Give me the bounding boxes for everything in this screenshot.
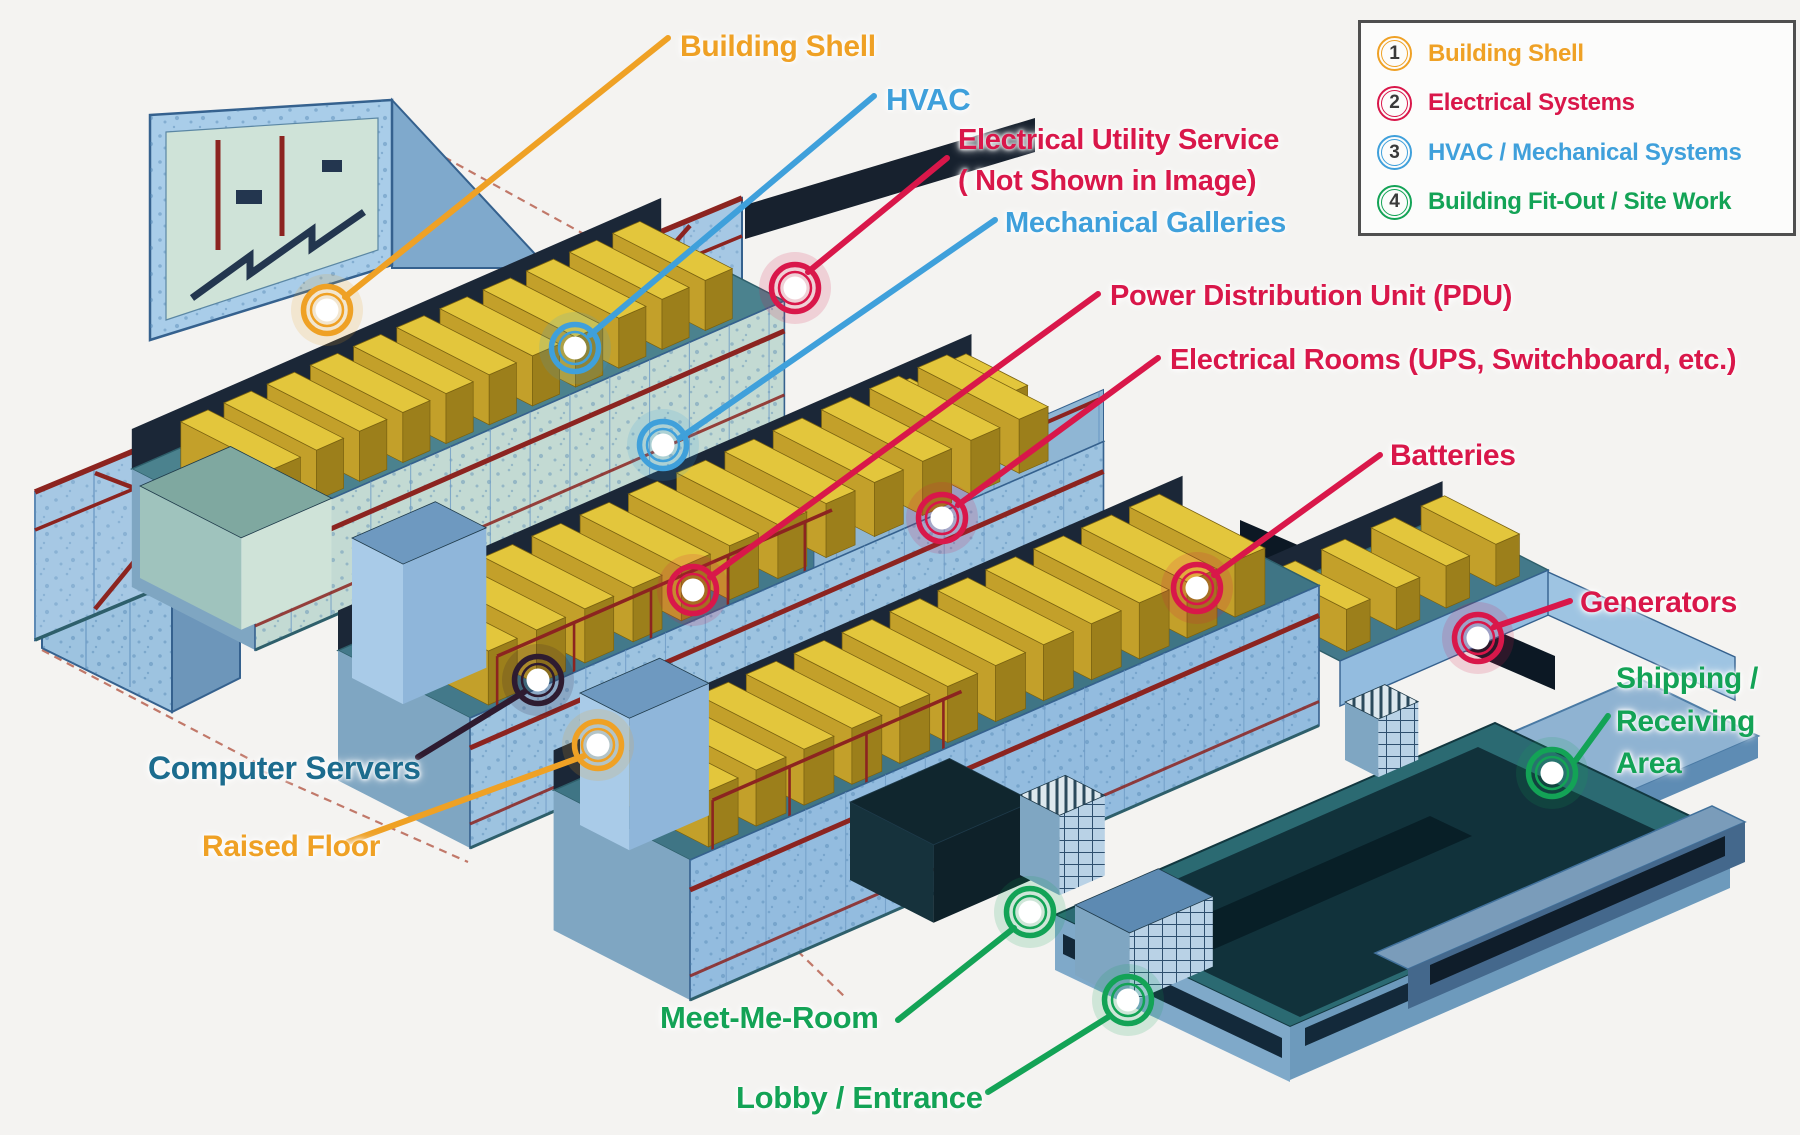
marker-batteries[interactable] <box>1161 552 1233 624</box>
callout-electrical-utility-line-2: ( Not Shown in Image) <box>958 165 1257 198</box>
callout-lobby-entrance-leader <box>985 1013 1113 1095</box>
legend-label-hvac-mechanical: HVAC / Mechanical Systems <box>1428 138 1742 166</box>
legend-number-2-icon: 2 <box>1377 85 1412 121</box>
marker-raised-floor[interactable] <box>562 709 634 781</box>
callout-hvac-leader <box>587 93 877 338</box>
callout-shipping-receiving-line-1: Shipping / <box>1616 662 1758 695</box>
callout-batteries-leader <box>1211 452 1383 578</box>
callout-mechanical-galleries-label: Mechanical Galleries <box>1005 203 1286 244</box>
callout-computer-servers-line-1: Computer Servers <box>148 750 421 786</box>
office-building <box>849 684 1747 1082</box>
callout-electrical-utility-label: Electrical Utility Service ( Not Shown in… <box>958 120 1279 202</box>
callout-raised-floor-leader <box>345 753 587 845</box>
callout-leader-lines <box>342 35 1611 1095</box>
marker-electrical-utility[interactable] <box>759 252 831 324</box>
callout-pdu-leader <box>707 291 1101 580</box>
callout-electrical-utility-line-1: Electrical Utility Service <box>958 124 1280 156</box>
callout-electrical-utility-leader <box>805 155 950 275</box>
callout-batteries-line-1: Batteries <box>1390 439 1516 472</box>
legend-item-fit-out-site-work: 4 Building Fit-Out / Site Work <box>1377 178 1793 226</box>
callout-lobby-entrance-label: Lobby / Entrance <box>736 1076 983 1120</box>
legend: 1 Building Shell 2 Electrical Systems 3 … <box>1358 20 1796 236</box>
callout-electrical-rooms-line-1: Electrical Rooms (UPS, Switchboard, etc.… <box>1170 344 1737 376</box>
callout-computer-servers-label: Computer Servers <box>148 746 421 791</box>
callout-meet-me-room-label: Meet-Me-Room <box>660 996 879 1040</box>
legend-item-building-shell: 1 Building Shell <box>1377 30 1793 78</box>
legend-label-electrical-systems: Electrical Systems <box>1428 89 1635 117</box>
callout-raised-floor-line-1: Raised Floor <box>202 830 381 863</box>
callout-electrical-rooms-label: Electrical Rooms (UPS, Switchboard, etc.… <box>1170 340 1737 381</box>
marker-electrical-rooms[interactable] <box>906 482 978 554</box>
marker-lobby-entrance[interactable] <box>1092 964 1164 1036</box>
callout-generators-line-1: Generators <box>1580 586 1738 619</box>
projection-dashed-line <box>746 901 847 999</box>
callout-batteries-label: Batteries <box>1390 435 1516 478</box>
legend-item-electrical-systems: 2 Electrical Systems <box>1377 79 1793 127</box>
callout-markers <box>291 252 1588 1036</box>
callout-lobby-entrance-line-1: Lobby / Entrance <box>736 1080 983 1115</box>
marker-building-shell[interactable] <box>291 274 363 346</box>
callout-hvac-label: HVAC <box>886 78 971 122</box>
marker-generators[interactable] <box>1442 602 1514 674</box>
callout-generators-label: Generators <box>1580 582 1737 625</box>
projection-dashed-line <box>41 649 256 763</box>
marker-shipping-receiving[interactable] <box>1516 737 1588 809</box>
callout-meet-me-room-leader <box>895 925 1017 1023</box>
marker-mechanical-galleries[interactable] <box>627 409 699 481</box>
callout-mechanical-galleries-line-1: Mechanical Galleries <box>1005 207 1286 239</box>
callout-meet-me-room-line-1: Meet-Me-Room <box>660 1000 879 1035</box>
callout-shipping-receiving-leader <box>1573 713 1611 763</box>
marker-pdu[interactable] <box>657 554 729 626</box>
callout-shipping-receiving-line-2: Receiving <box>1616 704 1756 738</box>
legend-label-building-shell: Building Shell <box>1428 39 1584 67</box>
callout-building-shell-line-1: Building Shell <box>680 30 876 63</box>
legend-number-4-icon: 4 <box>1377 184 1412 220</box>
legend-label-fit-out-site-work: Building Fit-Out / Site Work <box>1428 188 1732 216</box>
callout-shipping-receiving-line-3: Area <box>1616 747 1682 781</box>
marker-meet-me-room[interactable] <box>994 876 1066 948</box>
callout-pdu-label: Power Distribution Unit (PDU) <box>1110 276 1512 317</box>
legend-number-3-icon: 3 <box>1377 135 1412 171</box>
callout-electrical-rooms-leader <box>955 355 1161 508</box>
building-art-layer <box>33 97 1761 1082</box>
callout-pdu-line-1: Power Distribution Unit (PDU) <box>1110 280 1513 312</box>
callout-building-shell-leader <box>342 35 671 300</box>
marker-computer-servers[interactable] <box>502 644 574 716</box>
callout-generators-leader <box>1491 598 1573 630</box>
callout-computer-servers-leader <box>415 689 527 760</box>
projection-dashed-line <box>259 768 469 864</box>
callout-building-shell-label: Building Shell <box>680 26 876 69</box>
legend-item-hvac-mechanical: 3 HVAC / Mechanical Systems <box>1377 129 1793 177</box>
callout-raised-floor-label: Raised Floor <box>202 826 380 869</box>
marker-hvac[interactable] <box>539 312 611 384</box>
callout-mechanical-galleries-leader <box>677 217 998 441</box>
legend-number-1-icon: 1 <box>1377 36 1412 72</box>
callout-hvac-line-1: HVAC <box>886 82 971 117</box>
